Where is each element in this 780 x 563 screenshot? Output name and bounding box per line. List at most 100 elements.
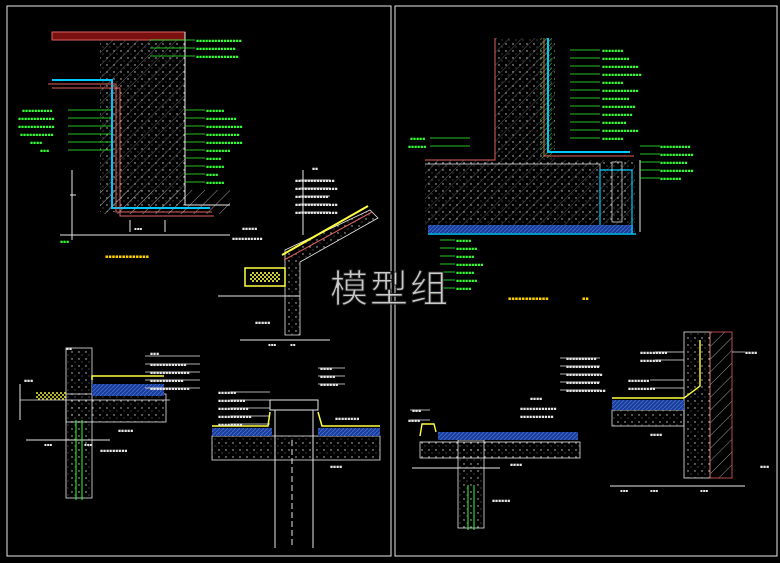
svg-text:▪▪▪▪▪▪▪▪▪▪▪▪: ▪▪▪▪▪▪▪▪▪▪▪▪ (602, 129, 639, 134)
svg-text:▪▪▪▪▪▪▪: ▪▪▪▪▪▪▪ (602, 49, 623, 54)
svg-text:▪▪▪▪: ▪▪▪▪ (745, 351, 757, 356)
svg-text:▪▪▪▪▪▪▪▪▪▪▪▪: ▪▪▪▪▪▪▪▪▪▪▪▪ (602, 65, 639, 70)
detail-roof-parapet-left: ▪▪▪▪▪▪▪▪▪▪▪▪▪▪▪▪▪▪▪▪▪▪▪▪▪▪▪▪ ▪▪▪▪▪▪▪▪▪▪▪… (19, 347, 200, 500)
svg-text:▪▪▪▪▪▪: ▪▪▪▪▪▪ (320, 383, 338, 388)
svg-text:▪▪▪: ▪▪▪ (134, 226, 142, 231)
svg-text:▪▪▪▪▪▪▪▪▪: ▪▪▪▪▪▪▪▪▪ (640, 351, 667, 356)
svg-text:▪▪▪▪▪▪▪▪▪▪: ▪▪▪▪▪▪▪▪▪▪ (218, 407, 249, 412)
svg-text:▪▪▪▪▪▪▪▪▪▪▪▪▪▪: ▪▪▪▪▪▪▪▪▪▪▪▪▪▪ (295, 187, 338, 192)
svg-text:▪▪▪: ▪▪▪ (700, 488, 708, 493)
svg-text:▪▪▪▪▪▪▪▪▪▪▪▪▪▪▪: ▪▪▪▪▪▪▪▪▪▪▪▪▪▪▪ (196, 39, 242, 44)
svg-text:▪▪▪▪▪▪▪▪▪▪▪▪▪: ▪▪▪▪▪▪▪▪▪▪▪▪▪ (566, 389, 606, 394)
svg-text:▪▪▪▪▪▪▪▪▪▪: ▪▪▪▪▪▪▪▪▪▪ (566, 357, 597, 362)
detail-roof-parapet-right: ▪▪▪▪▪▪▪▪▪▪▪▪▪▪▪▪▪▪▪▪▪▪▪▪▪▪▪▪▪▪▪▪▪ ▪▪▪▪▪▪… (408, 357, 606, 530)
svg-text:▪▪▪▪▪▪: ▪▪▪▪▪▪ (206, 181, 224, 186)
svg-text:▪▪▪▪: ▪▪▪▪ (30, 141, 42, 146)
svg-text:▪▪▪▪▪▪▪▪▪▪▪▪▪: ▪▪▪▪▪▪▪▪▪▪▪▪▪ (150, 371, 190, 376)
svg-text:▪▪▪▪▪: ▪▪▪▪▪ (242, 227, 257, 232)
svg-text:▪▪▪: ▪▪▪ (44, 442, 52, 447)
svg-text:▪▪▪▪▪▪▪▪▪▪▪: ▪▪▪▪▪▪▪▪▪▪▪ (566, 365, 600, 370)
svg-text:▪▪▪▪▪▪▪▪▪▪▪▪▪: ▪▪▪▪▪▪▪▪▪▪▪▪▪ (150, 387, 190, 392)
svg-text:▪▪▪▪▪▪▪▪▪▪▪: ▪▪▪▪▪▪▪▪▪▪▪ (150, 379, 184, 384)
svg-text:▪▪▪▪▪▪▪▪▪▪▪: ▪▪▪▪▪▪▪▪▪▪▪ (520, 415, 554, 420)
svg-text:▪▪▪▪▪▪▪▪▪▪▪▪▪: ▪▪▪▪▪▪▪▪▪▪▪▪▪ (602, 73, 642, 78)
svg-text:▪▪▪▪: ▪▪▪▪ (206, 173, 218, 178)
svg-text:▪▪▪▪▪▪▪▪▪: ▪▪▪▪▪▪▪▪▪ (602, 57, 629, 62)
detail-basement-wall-left: ▪▪▪▪▪▪▪▪▪▪▪▪▪▪▪▪▪▪▪▪▪▪▪▪▪▪▪▪▪▪▪▪▪▪▪▪▪▪▪▪… (18, 31, 243, 260)
svg-text:▪▪▪▪▪▪▪▪▪▪▪▪▪: ▪▪▪▪▪▪▪▪▪▪▪▪▪ (295, 179, 335, 184)
svg-text:▪▪▪▪▪▪▪▪▪▪▪▪: ▪▪▪▪▪▪▪▪▪▪▪▪ (206, 125, 243, 130)
svg-text:▪▪▪▪▪▪▪▪▪▪▪▪: ▪▪▪▪▪▪▪▪▪▪▪▪ (566, 373, 603, 378)
svg-text:▪▪▪: ▪▪▪ (268, 342, 276, 347)
left-sheet-frame (6, 5, 392, 557)
svg-text:▪▪▪: ▪▪▪ (412, 409, 421, 414)
svg-text:▪▪▪▪▪▪▪▪▪▪▪: ▪▪▪▪▪▪▪▪▪▪▪ (218, 415, 252, 420)
svg-text:▪▪▪▪▪▪▪: ▪▪▪▪▪▪▪ (660, 177, 681, 182)
svg-text:▪▪▪▪▪▪: ▪▪▪▪▪▪ (408, 145, 426, 150)
svg-text:▪▪▪▪: ▪▪▪▪ (510, 463, 522, 468)
svg-text:▪▪▪▪: ▪▪▪▪ (320, 367, 332, 372)
svg-text:▪▪▪▪▪▪: ▪▪▪▪▪▪ (456, 255, 474, 260)
svg-text:▪▪▪▪▪▪▪: ▪▪▪▪▪▪▪ (456, 247, 477, 252)
detail-wall-slab-junction: ▪▪▪▪▪▪▪▪▪▪▪▪▪▪▪▪ ▪▪▪▪▪▪▪▪▪▪▪▪▪▪▪▪ ▪▪▪▪▪▪… (610, 331, 769, 487)
svg-text:▪▪▪▪▪▪: ▪▪▪▪▪▪ (206, 109, 224, 114)
detail-roof-drain-left: ▪▪▪▪▪▪▪▪▪▪▪▪▪▪▪▪▪▪▪▪▪▪▪▪▪ ▪▪▪▪▪▪▪▪▪▪▪▪▪▪… (211, 367, 381, 548)
svg-text:▪▪▪▪▪▪▪▪▪▪▪▪▪: ▪▪▪▪▪▪▪▪▪▪▪▪▪ (105, 254, 149, 260)
svg-text:▪▪▪▪▪▪: ▪▪▪▪▪▪ (456, 271, 474, 276)
svg-text:▪▪▪: ▪▪▪ (760, 465, 769, 470)
svg-text:▪▪▪▪▪▪▪▪▪▪▪▪▪▪: ▪▪▪▪▪▪▪▪▪▪▪▪▪▪ (295, 203, 338, 208)
svg-text:▪▪▪▪▪▪▪▪▪: ▪▪▪▪▪▪▪▪▪ (218, 399, 245, 404)
svg-text:▪▪▪▪▪▪▪▪▪: ▪▪▪▪▪▪▪▪▪ (456, 263, 483, 268)
svg-text:▪▪▪▪▪▪▪▪: ▪▪▪▪▪▪▪▪ (206, 149, 230, 154)
svg-text:▪▪▪▪▪▪▪▪▪: ▪▪▪▪▪▪▪▪▪ (100, 449, 127, 454)
svg-text:▪▪: ▪▪ (290, 342, 296, 347)
svg-text:▪▪▪: ▪▪▪ (150, 352, 159, 357)
svg-text:▪▪▪▪▪▪▪: ▪▪▪▪▪▪▪ (640, 359, 661, 364)
svg-text:▪▪▪▪▪: ▪▪▪▪▪ (255, 321, 270, 326)
svg-text:▪▪▪▪▪▪▪▪: ▪▪▪▪▪▪▪▪ (602, 121, 626, 126)
svg-text:▪▪▪▪▪▪▪▪▪: ▪▪▪▪▪▪▪▪▪ (628, 387, 655, 392)
svg-text:▪▪▪▪▪▪▪▪▪▪: ▪▪▪▪▪▪▪▪▪▪ (660, 145, 691, 150)
svg-text:▪▪▪▪▪▪▪▪▪▪: ▪▪▪▪▪▪▪▪▪▪ (22, 109, 53, 114)
svg-text:▪▪▪▪: ▪▪▪▪ (408, 419, 420, 424)
svg-text:▪▪▪: ▪▪▪ (650, 488, 658, 493)
svg-text:▪▪▪▪▪▪▪▪▪▪▪▪: ▪▪▪▪▪▪▪▪▪▪▪▪ (206, 141, 243, 146)
svg-text:▪▪▪: ▪▪▪ (24, 379, 33, 384)
svg-text:▪▪▪▪▪: ▪▪▪▪▪ (410, 137, 425, 142)
svg-text:▪▪▪▪▪▪▪▪▪▪▪▪▪: ▪▪▪▪▪▪▪▪▪▪▪▪▪ (196, 47, 236, 52)
svg-text:▪▪▪▪▪▪▪: ▪▪▪▪▪▪▪ (602, 137, 623, 142)
svg-text:▪▪▪▪▪▪▪▪▪▪▪: ▪▪▪▪▪▪▪▪▪▪▪ (660, 153, 694, 158)
svg-text:▪▪▪▪▪▪▪: ▪▪▪▪▪▪▪ (456, 279, 477, 284)
svg-text:▪▪: ▪▪ (582, 296, 589, 302)
svg-text:▪▪▪▪▪▪▪▪▪▪▪▪: ▪▪▪▪▪▪▪▪▪▪▪▪ (18, 117, 55, 122)
svg-text:▪▪▪▪▪▪: ▪▪▪▪▪▪ (218, 391, 236, 396)
svg-text:▪▪▪▪▪: ▪▪▪▪▪ (320, 375, 335, 380)
svg-text:▪▪▪: ▪▪▪ (40, 149, 49, 154)
svg-text:▪▪▪: ▪▪▪ (620, 488, 628, 493)
svg-text:▪▪▪▪▪▪▪▪▪▪▪: ▪▪▪▪▪▪▪▪▪▪▪ (660, 169, 694, 174)
detail-basement-wall-right: ▪▪▪▪▪▪▪▪▪▪▪▪▪▪▪▪▪▪▪▪▪▪▪▪▪▪▪▪ ▪▪▪▪▪▪▪▪▪▪▪… (408, 38, 694, 302)
svg-text:▪▪▪▪: ▪▪▪▪ (650, 433, 662, 438)
svg-text:▪▪▪▪▪▪▪▪▪▪▪▪: ▪▪▪▪▪▪▪▪▪▪▪▪ (520, 407, 557, 412)
svg-text:▪▪▪▪▪: ▪▪▪▪▪ (206, 157, 221, 162)
svg-text:▪▪▪▪▪▪▪▪▪▪▪▪: ▪▪▪▪▪▪▪▪▪▪▪▪ (150, 363, 187, 368)
svg-text:▪▪▪▪▪▪▪▪▪: ▪▪▪▪▪▪▪▪▪ (660, 161, 687, 166)
svg-text:▪▪▪▪▪▪▪▪▪▪▪: ▪▪▪▪▪▪▪▪▪▪▪ (295, 195, 329, 200)
svg-text:▪▪▪▪▪▪▪▪▪▪▪: ▪▪▪▪▪▪▪▪▪▪▪ (566, 381, 600, 386)
svg-text:▪▪▪▪▪▪▪▪▪▪▪▪: ▪▪▪▪▪▪▪▪▪▪▪▪ (602, 89, 639, 94)
svg-text:▪▪▪▪▪▪▪▪▪▪: ▪▪▪▪▪▪▪▪▪▪ (602, 113, 633, 118)
svg-text:▪▪▪▪▪▪▪▪▪▪▪: ▪▪▪▪▪▪▪▪▪▪▪ (20, 133, 54, 138)
svg-text:▪▪▪▪▪▪: ▪▪▪▪▪▪ (492, 499, 510, 504)
svg-text:▪▪: ▪▪ (66, 347, 72, 352)
dimension-labels: ▪▪▪▪▪▪▪▪ ▪▪▪▪▪▪▪▪▪ ▪▪▪▪▪▪ (44, 226, 708, 493)
svg-text:▪▪▪: ▪▪▪ (60, 240, 69, 245)
svg-text:▪▪▪: ▪▪▪ (84, 442, 92, 447)
svg-text:▪▪▪▪▪: ▪▪▪▪▪ (456, 239, 471, 244)
svg-text:▪▪▪▪▪▪▪▪▪: ▪▪▪▪▪▪▪▪▪ (602, 97, 629, 102)
svg-text:▪▪▪▪▪: ▪▪▪▪▪ (456, 287, 471, 292)
svg-text:▪▪▪▪▪▪▪▪▪▪▪: ▪▪▪▪▪▪▪▪▪▪▪ (602, 105, 636, 110)
svg-text:▪▪▪▪▪▪▪▪▪▪▪: ▪▪▪▪▪▪▪▪▪▪▪ (206, 133, 240, 138)
svg-text:▪▪▪▪▪▪▪▪: ▪▪▪▪▪▪▪▪ (218, 423, 242, 428)
right-sheet-frame (394, 5, 778, 557)
